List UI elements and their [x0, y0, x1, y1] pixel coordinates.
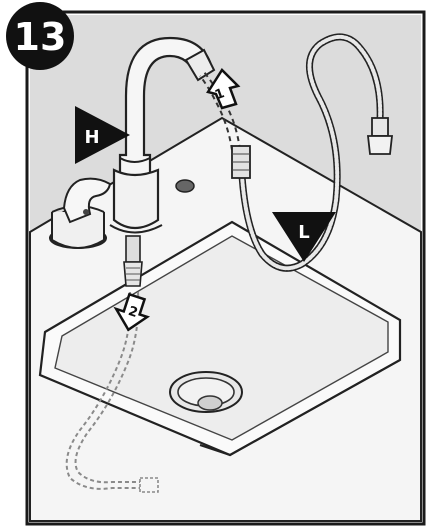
mounting-hole	[176, 180, 194, 192]
hose-end-fitting	[368, 118, 392, 154]
step-number-badge: 13	[6, 2, 74, 70]
sink-drain	[170, 372, 242, 412]
callout-faucet-label: H	[84, 127, 99, 148]
step-number: 13	[14, 15, 67, 59]
hose-connector	[232, 146, 250, 178]
callout-hose-label: L	[298, 222, 309, 243]
